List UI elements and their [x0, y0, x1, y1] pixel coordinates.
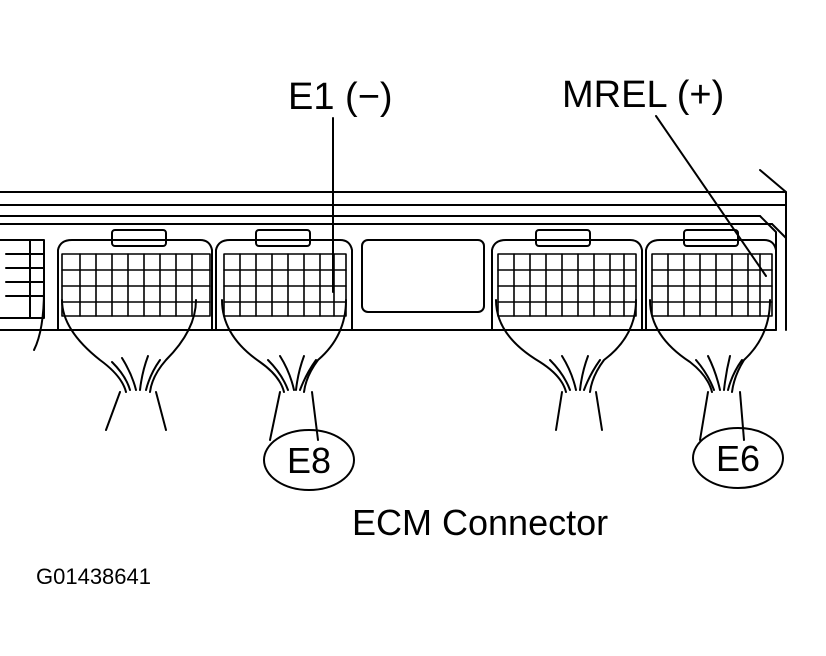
e8-bubble [263, 429, 355, 491]
e1-callout-label: E1 (−) [288, 76, 393, 118]
connector-shell-e8 [215, 229, 353, 441]
mrel-leader-line [655, 115, 767, 277]
connector-shell-1 [57, 229, 213, 431]
e6-connector-label: E6 [715, 438, 761, 479]
partial-connector-left [0, 239, 45, 351]
blank-panel [361, 239, 485, 313]
diagram-caption: ECM Connector [352, 502, 609, 543]
figure-code: G01438641 [36, 564, 151, 589]
mrel-callout-label: MREL (+) [562, 74, 725, 116]
connector-shell-e6 [645, 229, 777, 441]
e6-bubble [692, 427, 784, 489]
e8-connector-label: E8 [286, 440, 332, 481]
connector-shell-3 [491, 229, 643, 431]
